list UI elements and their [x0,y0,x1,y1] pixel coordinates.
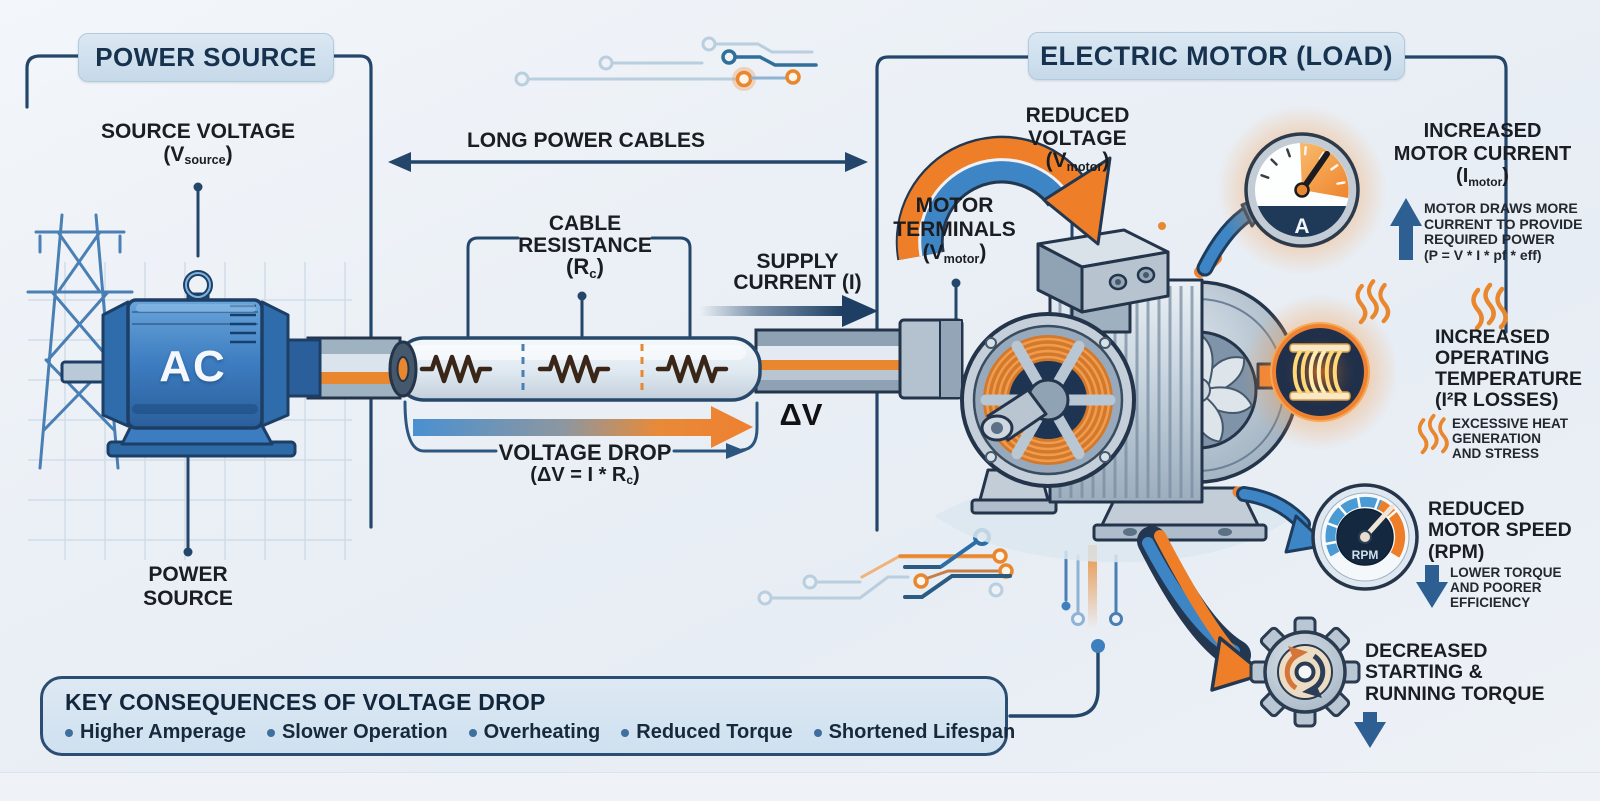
key-consequences-box: KEY CONSEQUENCES OF VOLTAGE DROP Higher … [40,676,1015,756]
motor-terminals-label: MOTOR TERMINALS (Vmotor) [872,194,1037,266]
delta-v-label: ΔV [779,397,823,432]
cable-resistance-label: CABLE RESISTANCE (Rc) [485,213,685,281]
rpm-gauge-label: RPM [1352,548,1379,562]
up-arrow-icon [1390,198,1422,260]
source-voltage-symbol: (Vsource) [163,142,233,168]
list-item: Reduced Torque [621,721,793,744]
increased-current-note: MOTOR DRAWS MORE CURRENT TO PROVIDE REQU… [1424,200,1583,264]
ac-device-label: AC [159,342,227,391]
zone-frame-lines [25,54,1508,532]
list-item: Shortened Lifespan [813,721,1015,744]
power-source-caption: POWER SOURCE [143,563,233,610]
heat-coil-icon [1242,294,1398,450]
power-source-zone-title: POWER SOURCE [78,33,334,82]
key-consequences-title: KEY CONSEQUENCES OF VOLTAGE DROP [65,689,546,715]
increased-temperature-title: INCREASED OPERATING TEMPERATURE (I²R LOS… [1435,326,1582,412]
gear-torque-icon [1249,616,1361,728]
ammeter-letter: A [1294,215,1309,238]
voltage-drop-gradient-arrow [413,406,753,448]
voltage-drop-bracket [403,400,759,453]
source-voltage-text: SOURCE VOLTAGE [100,120,296,143]
voltage-drop-arrowhead [726,443,746,459]
cable-right-bundle [754,328,908,394]
reduced-voltage-symbol: (Vmotor) [1045,149,1110,174]
power-source-zone-title-text: POWER SOURCE [95,42,317,72]
circuit-trace-top-decoration [514,36,818,91]
voltage-drop-label: VOLTAGE DROP [498,440,672,465]
key-consequences-list: Higher Amperage Slower Operation Overhea… [65,721,1015,744]
bullet-icon [621,728,630,737]
down-arrow-icon [1416,565,1448,608]
supply-current-arrow [700,295,878,327]
decreased-torque-title: DECREASED STARTING & RUNNING TORQUE [1365,640,1545,705]
increased-current-title: INCREASED MOTOR CURRENT (Imotor) [1385,120,1580,188]
heat-waves-icon [1474,285,1506,328]
supply-current-label: SUPPLY CURRENT (I) [733,250,862,295]
ac-generator-illustration [60,270,322,458]
long-power-cables-label: LONG POWER CABLES [466,129,705,152]
resistance-pointer-dot [577,291,587,301]
list-item: Overheating [468,721,600,744]
down-arrow-icon [1354,712,1386,748]
list-item: Slower Operation [266,721,448,744]
speed-note: LOWER TORQUE AND POORER EFFICIENCY [1450,565,1562,611]
electric-motor-zone-title-text: ELECTRIC MOTOR (LOAD) [1040,40,1393,71]
reduced-voltage-label: REDUCED VOLTAGE (Vmotor) [1000,104,1155,174]
increased-current-symbol: (Imotor) [1456,165,1509,189]
cable-left-bundle [306,336,402,400]
bullet-icon [468,728,477,737]
arrow-to-gear [1137,526,1266,692]
voltage-drop-formula: (ΔV = I * Rc) [530,464,640,488]
long-cables-arrow [388,152,868,172]
heat-waves-icon [1417,413,1449,455]
cable-resistance-bracket [466,236,692,338]
rpm-gauge-icon: RPM [1311,483,1419,591]
bullet-icon [266,728,275,737]
cable-resistance-symbol: (Rc) [566,254,604,281]
electric-motor-zone-title: ELECTRIC MOTOR (LOAD) [1028,32,1405,80]
bullet-icon [65,728,73,737]
dangling-wires-decoration [1061,545,1123,629]
list-item: Higher Amperage [65,721,246,744]
voltage-flow-curved-arrow-icon [895,135,1112,261]
resistor-symbols [419,354,729,384]
summary-connector-line [1008,639,1105,718]
reduced-speed-title: REDUCED MOTOR SPEED (RPM) [1428,498,1572,563]
ammeter-gauge-icon: A [1217,105,1387,275]
circuit-trace-bottom-decoration [757,528,1014,606]
bullet-icon [813,728,822,737]
bottom-strip [0,772,1600,801]
cable-resistance-tube [388,336,762,402]
source-voltage-label: SOURCE VOLTAGE (Vsource) [88,120,308,168]
electric-motor-illustration [898,222,1300,563]
temperature-note: EXCESSIVE HEAT GENERATION AND STRESS [1452,416,1569,462]
motor-terminals-symbol: (Vmotor) [922,241,987,266]
